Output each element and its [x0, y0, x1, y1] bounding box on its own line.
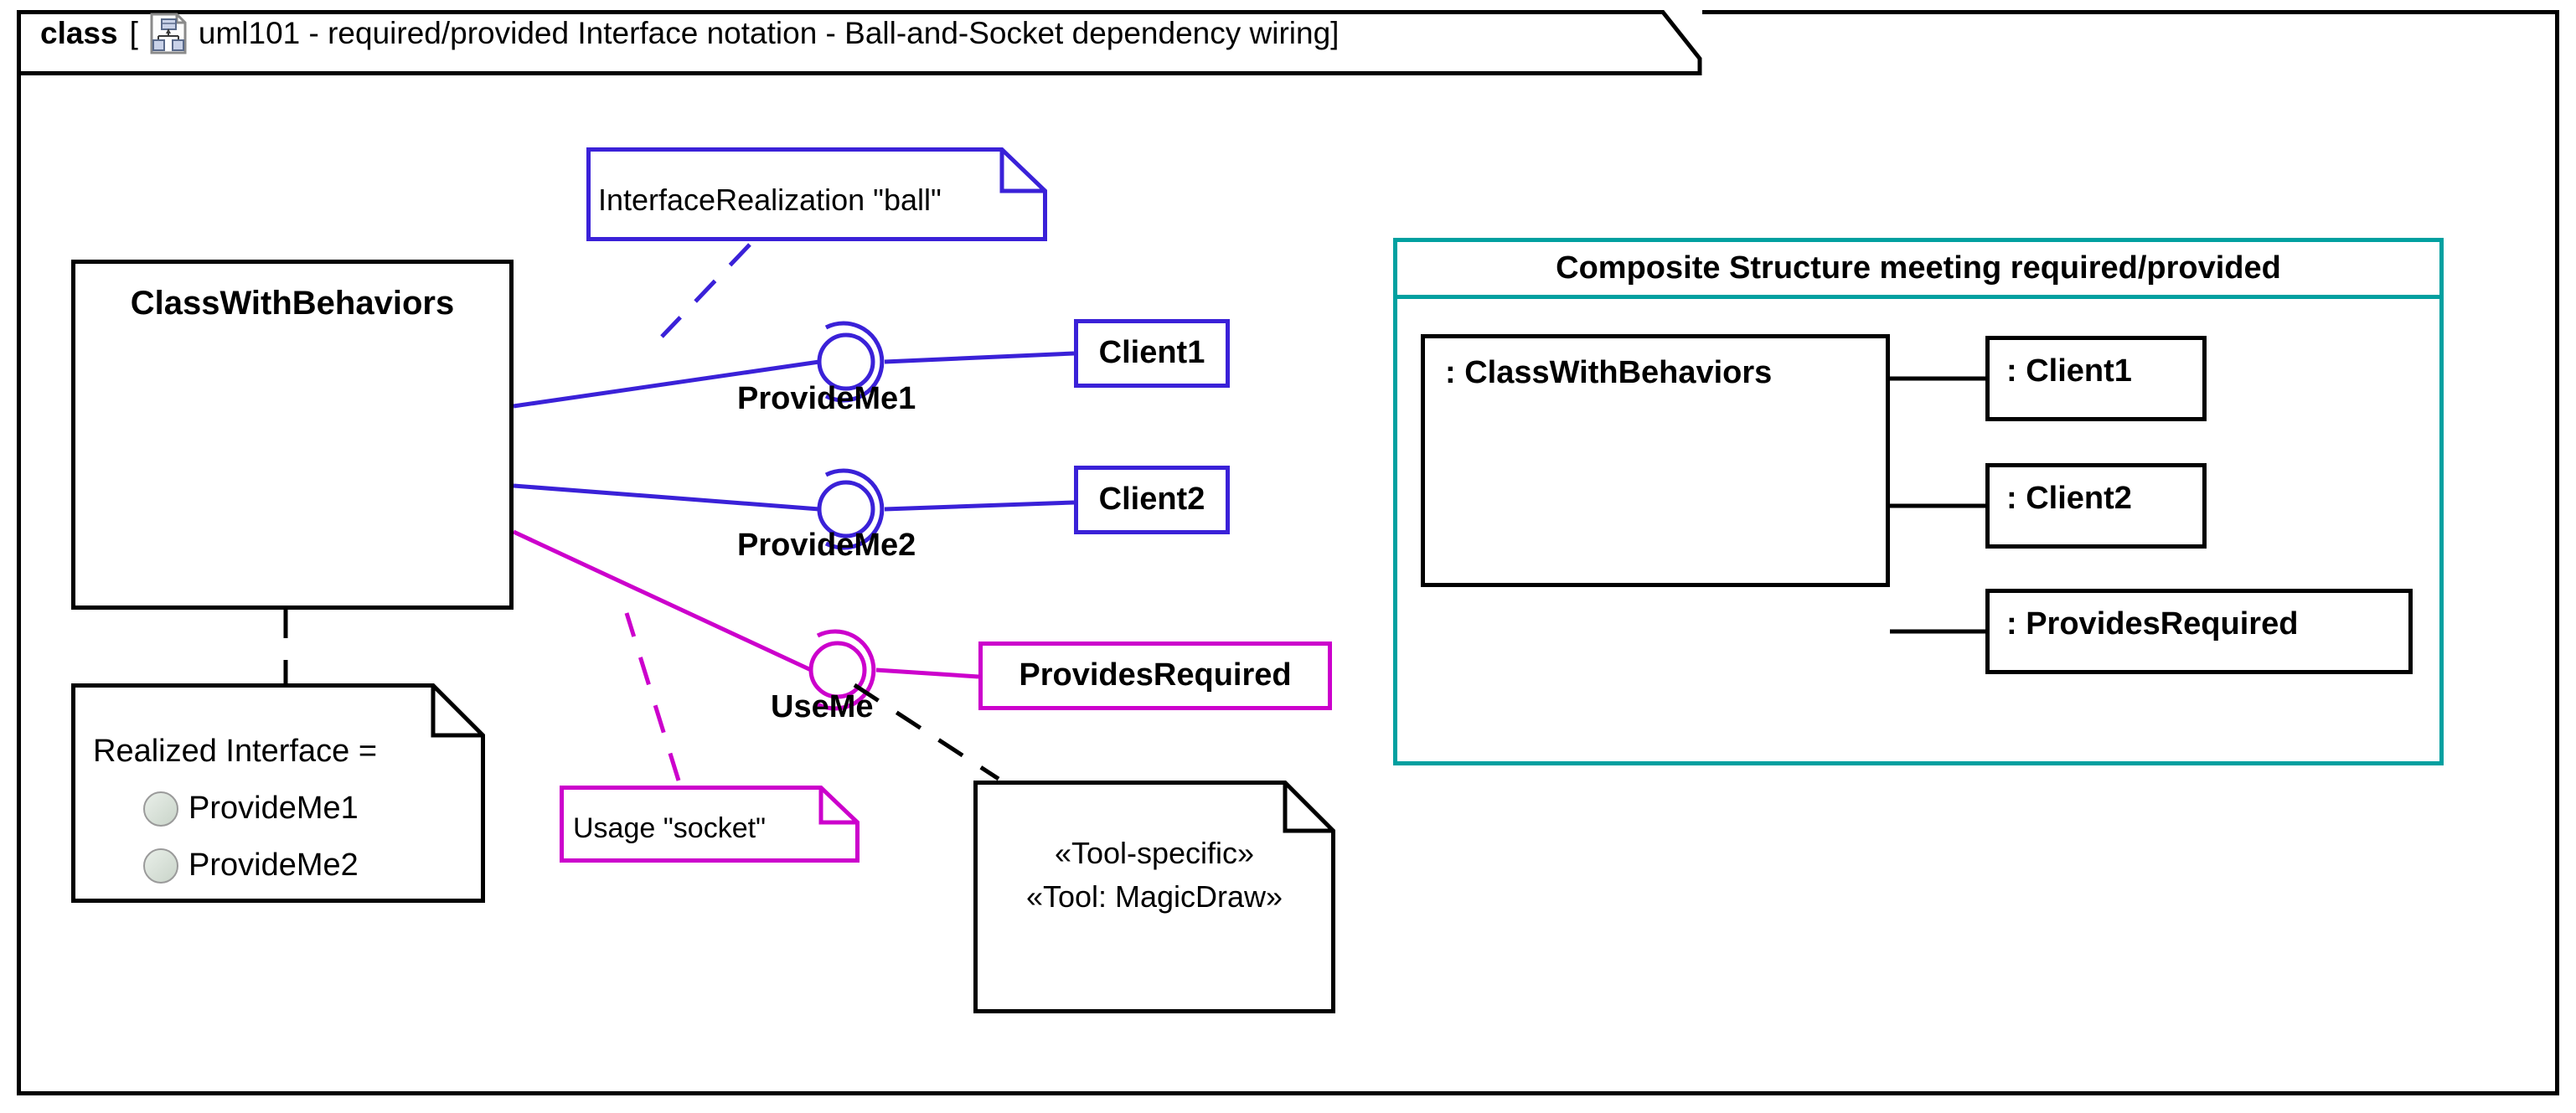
class-ClassWithBehaviors[interactable]: ClassWithBehaviors: [71, 260, 514, 610]
diagram-name-label: uml101 - required/provided Interface not…: [199, 16, 1340, 51]
class-diagram-icon: [150, 13, 187, 54]
note-text-line1: «Tool-specific»: [1054, 836, 1255, 870]
composite-structure-title: Composite Structure meeting required/pro…: [1397, 242, 2439, 299]
note-interface-realization[interactable]: InterfaceRealization "ball": [586, 147, 1047, 241]
class-name-label: ClassWithBehaviors: [130, 285, 455, 322]
composite-part-label: : Client1: [2006, 353, 2132, 389]
class-Client2[interactable]: Client2: [1074, 466, 1230, 534]
composite-part-owner[interactable]: : ClassWithBehaviors: [1421, 334, 1890, 587]
port-label-provideme2: ProvideMe2: [737, 528, 916, 563]
diagram-kind-label: class: [40, 16, 118, 50]
composite-part-label: : ProvidesRequired: [2006, 606, 2299, 642]
diagram-frame-tab: [17, 10, 1702, 75]
note-realized-interface[interactable]: Realized Interface = ProvideMe1 ProvideM…: [71, 683, 485, 903]
interface-ball-icon: [143, 848, 178, 884]
note-heading: Realized Interface =: [93, 734, 378, 769]
port-label-provideme1: ProvideMe1: [737, 381, 916, 416]
bracket-open: [: [129, 16, 138, 50]
port-label-useme: UseMe: [771, 689, 874, 724]
composite-structure-panel: Composite Structure meeting required/pro…: [1393, 238, 2444, 765]
class-name-label: ProvidesRequired: [1019, 657, 1292, 693]
realized-interface-item-label: ProvideMe1: [188, 791, 359, 826]
composite-part-providesrequired[interactable]: : ProvidesRequired: [1985, 589, 2413, 674]
realized-interface-item: ProvideMe2: [143, 848, 359, 884]
realized-interface-item-label: ProvideMe2: [188, 848, 359, 883]
realized-interface-item: ProvideMe1: [143, 791, 359, 827]
class-ProvidesRequired[interactable]: ProvidesRequired: [978, 642, 1332, 710]
composite-part-label: : ClassWithBehaviors: [1445, 355, 1773, 390]
composite-part-client2[interactable]: : Client2: [1985, 463, 2207, 549]
note-tool-specific[interactable]: «Tool-specific» «Tool: MagicDraw»: [973, 781, 1335, 1013]
composite-part-label: : Client2: [2006, 481, 2132, 516]
note-text: InterfaceRealization "ball": [598, 183, 942, 217]
class-name-label: Client2: [1098, 482, 1205, 517]
bracket-close: ]: [1330, 16, 1340, 50]
composite-part-client1[interactable]: : Client1: [1985, 336, 2207, 421]
interface-ball-icon: [143, 791, 178, 827]
note-usage-socket[interactable]: Usage "socket": [560, 786, 860, 863]
diagram-name-text: uml101 - required/provided Interface not…: [198, 16, 1331, 50]
note-text: Usage "socket": [573, 812, 767, 844]
class-name-label: Client1: [1098, 335, 1205, 370]
class-Client1[interactable]: Client1: [1074, 319, 1230, 388]
diagram-frame-title: class [ uml101 - required/provided Inter…: [40, 12, 1339, 55]
note-text-line2: «Tool: MagicDraw»: [1025, 879, 1283, 914]
